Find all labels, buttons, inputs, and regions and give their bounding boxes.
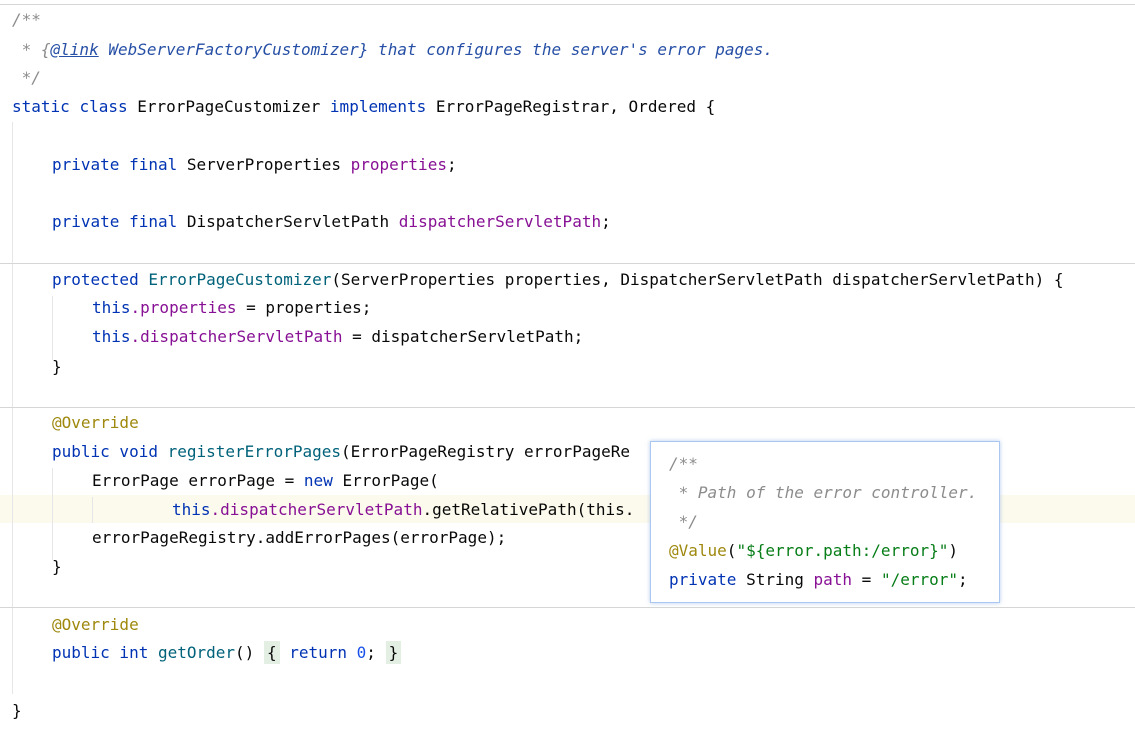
- number-literal: 0: [356, 643, 367, 662]
- popup-declaration-line: private String path = "/error";: [669, 568, 968, 592]
- keyword-return: return: [289, 643, 348, 662]
- class-interfaces: ErrorPageRegistrar, Ordered {: [435, 97, 716, 116]
- keyword-class: class: [79, 97, 128, 116]
- field-properties: private final ServerProperties propertie…: [52, 153, 457, 177]
- method-modifiers: public int: [52, 643, 149, 662]
- popup-semicolon: ;: [958, 570, 968, 589]
- method-body-line: ErrorPage errorPage = new ErrorPage(: [92, 469, 439, 493]
- method-modifiers: public void: [52, 442, 158, 461]
- field-type: ServerProperties: [177, 155, 351, 174]
- popup-javadoc-close: */: [669, 512, 698, 531]
- method-separator: [0, 263, 1135, 264]
- indent-guide: [52, 468, 53, 560]
- popup-string: "${error.path:/error}": [736, 541, 949, 560]
- keyword-protected: protected: [52, 270, 139, 289]
- class-declaration: static class ErrorPageCustomizer impleme…: [12, 95, 715, 119]
- local-declaration: ErrorPage errorPage =: [92, 471, 304, 490]
- keyword-static: static: [12, 97, 70, 116]
- constructor-body-line: this.properties = properties;: [92, 296, 371, 320]
- override-annotation[interactable]: @Override: [52, 413, 139, 432]
- indent-guide: [92, 497, 93, 523]
- javadoc-text: that configures the server's error pages…: [368, 40, 773, 59]
- field-modifiers: private final: [52, 155, 178, 174]
- semicolon: ;: [446, 155, 457, 174]
- popup-equals: =: [852, 570, 881, 589]
- method-body-line: errorPageRegistry.addErrorPages(errorPag…: [92, 528, 507, 547]
- popup-field-name: path: [813, 570, 853, 589]
- quick-doc-popup[interactable]: /** * Path of the error controller. */ @…: [650, 441, 1000, 603]
- constructor-call: ErrorPage(: [332, 471, 439, 490]
- popup-type: String: [736, 570, 814, 589]
- folded-close-brace[interactable]: }: [385, 641, 402, 664]
- javadoc-close: */: [12, 68, 41, 87]
- javadoc-link-class[interactable]: WebServerFactoryCustomizer}: [98, 40, 369, 59]
- semicolon: ;: [601, 212, 611, 231]
- method-separator: [0, 407, 1135, 408]
- constructor-close-brace: }: [52, 357, 62, 376]
- keyword-this: this: [92, 298, 131, 317]
- assignment: = properties;: [236, 298, 372, 317]
- method-name[interactable]: getOrder: [157, 643, 236, 662]
- popup-javadoc-text: * Path of the error controller.: [669, 483, 978, 502]
- override-annotation[interactable]: @Override: [52, 615, 139, 634]
- assignment: = dispatcherServletPath;: [342, 327, 584, 346]
- constructor-params: (ServerProperties properties, Dispatcher…: [331, 270, 1064, 289]
- constructor-body-line: this.dispatcherServletPath = dispatcherS…: [92, 325, 583, 349]
- field-name[interactable]: properties: [350, 155, 447, 174]
- method-separator: [0, 607, 1135, 608]
- field-dispatcher-servlet-path: private final DispatcherServletPath disp…: [52, 210, 611, 234]
- field-type: DispatcherServletPath: [177, 212, 399, 231]
- separator-top: [0, 4, 1135, 5]
- popup-string-value: "/error": [880, 570, 958, 589]
- keyword-this: this: [172, 500, 211, 519]
- popup-javadoc-open: /**: [669, 454, 698, 473]
- keyword-implements: implements: [329, 97, 427, 116]
- popup-paren: ): [948, 541, 958, 560]
- popup-keyword: private: [669, 570, 737, 589]
- method-name[interactable]: registerErrorPages: [167, 442, 341, 461]
- constructor-name[interactable]: ErrorPageCustomizer: [148, 270, 332, 289]
- semicolon: ;: [366, 643, 376, 662]
- method-declaration: public int getOrder() { return 0; }: [52, 641, 402, 665]
- keyword-new: new: [303, 471, 333, 490]
- field-ref-hover[interactable]: .dispatcherServletPath: [210, 500, 423, 519]
- popup-annotation-line: @Value("${error.path:/error}"): [669, 539, 958, 563]
- method-close-brace: }: [52, 557, 62, 576]
- popup-annotation: @Value: [669, 541, 727, 560]
- folded-open-brace[interactable]: {: [263, 641, 280, 664]
- keyword-this: this: [92, 327, 131, 346]
- field-name[interactable]: dispatcherServletPath: [398, 212, 602, 231]
- indent-guide: [52, 296, 53, 360]
- field-ref[interactable]: .properties: [130, 298, 237, 317]
- method-parens: (): [235, 643, 255, 662]
- javadoc-link-tag[interactable]: @link: [50, 40, 99, 59]
- javadoc-prefix: * {: [12, 40, 51, 59]
- method-body-line-current: this.dispatcherServletPath.getRelativePa…: [172, 498, 634, 522]
- class-close-brace: }: [12, 701, 22, 720]
- indent-guide: [12, 122, 13, 694]
- constructor-declaration: protected ErrorPageCustomizer(ServerProp…: [52, 268, 1063, 292]
- method-call: .getRelativePath(this.: [422, 500, 635, 519]
- method-params: (ErrorPageRegistry errorPageRe: [341, 442, 630, 461]
- field-ref[interactable]: .dispatcherServletPath: [130, 327, 343, 346]
- popup-paren: (: [726, 541, 737, 560]
- field-modifiers: private final: [52, 212, 178, 231]
- class-name[interactable]: ErrorPageCustomizer: [137, 97, 321, 116]
- method-declaration: public void registerErrorPages(ErrorPage…: [52, 440, 630, 464]
- javadoc-open: /**: [12, 10, 41, 29]
- javadoc-line: * {@link WebServerFactoryCustomizer} tha…: [12, 38, 773, 62]
